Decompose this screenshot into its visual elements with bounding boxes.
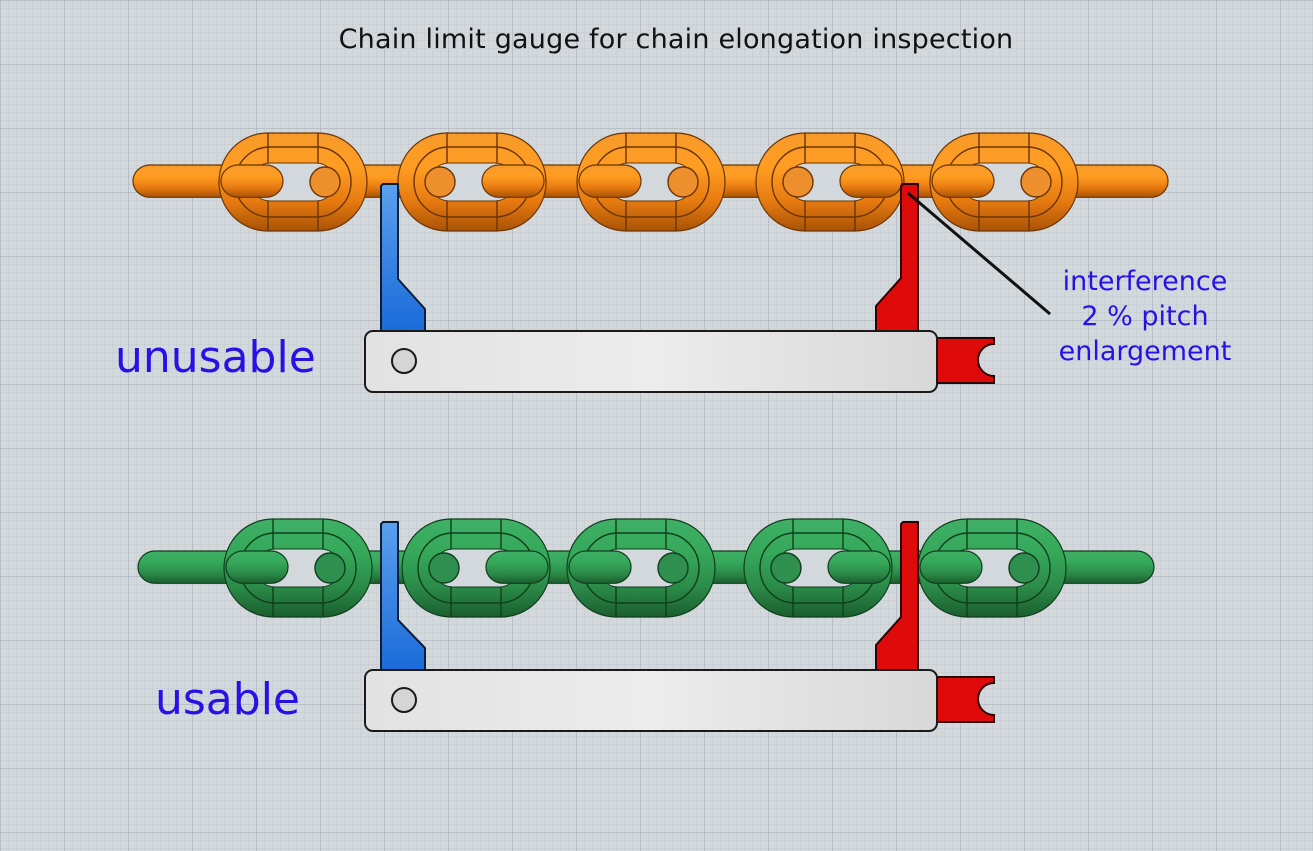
gauge-assembly-unusable — [132, 132, 1169, 393]
diagram-title: Chain limit gauge for chain elongation i… — [338, 24, 1014, 55]
callout-line-2: 2 % pitch — [1081, 301, 1209, 332]
chain-link-pin — [428, 552, 460, 584]
callout-line-3: enlargement — [1058, 336, 1232, 367]
chain-link — [401, 518, 551, 618]
chain-link — [929, 132, 1079, 232]
chain-link-pin — [667, 166, 699, 198]
chain-link-pin — [314, 552, 346, 584]
callout-leader-line — [907, 191, 1051, 316]
gauge-finger-right — [875, 183, 919, 333]
label-usable: usable — [155, 674, 300, 725]
gauge-assembly-usable — [137, 518, 1155, 732]
chain-link-pin — [424, 166, 456, 198]
chain-link — [223, 518, 373, 618]
chain-usable — [137, 518, 1155, 618]
chain-link-pin — [657, 552, 689, 584]
chain-link-pin — [782, 166, 814, 198]
gauge-end-clip — [933, 676, 995, 723]
gauge-finger-left — [380, 521, 426, 673]
chain-unusable — [132, 132, 1169, 232]
gauge-hole — [391, 687, 417, 713]
chain-link — [397, 132, 547, 232]
chain-link — [576, 132, 726, 232]
gauge-bar — [364, 330, 938, 393]
chain-link-pin — [309, 166, 341, 198]
interference-callout: interference 2 % pitch enlargement — [1040, 264, 1250, 369]
gauge-bar — [364, 669, 938, 732]
gauge-finger-left — [380, 183, 426, 333]
chain-link — [218, 132, 368, 232]
chain-link — [743, 518, 893, 618]
chain-link-pin — [770, 552, 802, 584]
chain-link — [755, 132, 905, 232]
gauge-finger-right — [875, 521, 919, 673]
chain-link-pin — [1008, 552, 1040, 584]
chain-link — [917, 518, 1067, 618]
chain-link-pin — [1020, 166, 1052, 198]
callout-line-1: interference — [1062, 266, 1228, 297]
label-unusable: unusable — [115, 332, 316, 383]
gauge-hole — [391, 348, 417, 374]
chain-link — [566, 518, 716, 618]
gauge-end-clip — [933, 337, 995, 384]
